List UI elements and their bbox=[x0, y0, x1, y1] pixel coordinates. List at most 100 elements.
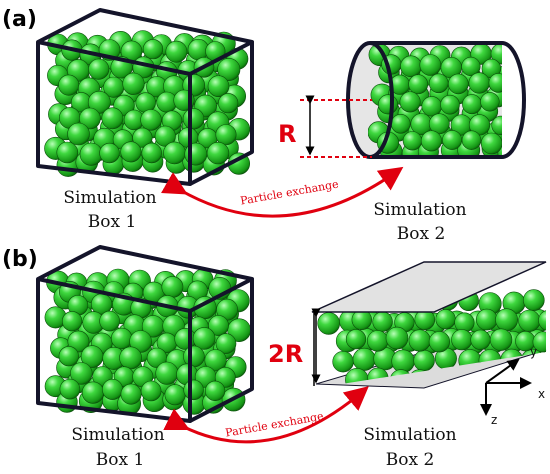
particle bbox=[492, 369, 516, 388]
particle bbox=[204, 349, 227, 372]
particle bbox=[120, 141, 142, 163]
particle bbox=[470, 329, 491, 350]
particle bbox=[475, 308, 498, 331]
particle bbox=[218, 93, 239, 114]
panel-b-box1-particles bbox=[44, 268, 251, 416]
particle bbox=[461, 56, 481, 77]
particle bbox=[208, 315, 229, 336]
particle bbox=[489, 328, 513, 351]
panel-b-label: (b) bbox=[2, 247, 38, 272]
particle bbox=[440, 94, 460, 115]
particle bbox=[538, 309, 546, 331]
particle bbox=[132, 127, 153, 148]
particle bbox=[442, 130, 463, 150]
particle bbox=[119, 346, 143, 370]
particle bbox=[120, 383, 142, 405]
panel-b-exchange-arrow bbox=[163, 386, 369, 444]
particle bbox=[161, 276, 184, 298]
particle bbox=[140, 109, 162, 131]
particle bbox=[58, 346, 79, 367]
particle bbox=[205, 380, 226, 402]
particle bbox=[332, 351, 354, 373]
particle bbox=[400, 55, 422, 78]
particle bbox=[428, 73, 449, 94]
panel-b-top-wall bbox=[311, 261, 547, 313]
panel-a-radius-label: R bbox=[278, 120, 296, 148]
particle bbox=[56, 141, 79, 164]
particle bbox=[59, 378, 81, 400]
particle bbox=[480, 132, 502, 155]
particle bbox=[79, 142, 103, 166]
particle bbox=[79, 107, 101, 130]
panel-a-box2-label-line1: Simulation bbox=[373, 200, 466, 220]
particle bbox=[428, 331, 451, 353]
panel-b-height-label: 2R bbox=[268, 340, 303, 368]
particle bbox=[533, 365, 546, 388]
particle bbox=[88, 58, 110, 80]
particle bbox=[399, 91, 421, 113]
particle bbox=[488, 73, 502, 93]
particle bbox=[419, 54, 442, 76]
panel-a-exchange-label: Particle exchange bbox=[239, 178, 339, 208]
particle bbox=[155, 361, 179, 385]
particle bbox=[503, 101, 523, 121]
particle bbox=[122, 72, 145, 95]
particle bbox=[391, 349, 415, 373]
particle bbox=[215, 333, 237, 354]
particle bbox=[490, 44, 502, 65]
particle bbox=[70, 362, 93, 385]
particle bbox=[435, 309, 456, 330]
particle bbox=[102, 378, 124, 400]
panel-a-label: (a) bbox=[2, 7, 37, 32]
particle bbox=[495, 308, 519, 332]
axis-y-label: y bbox=[530, 345, 537, 359]
axis-z-label: z bbox=[491, 413, 497, 427]
panel-a-box1-particles bbox=[44, 30, 251, 177]
particle bbox=[207, 75, 230, 97]
particle bbox=[461, 130, 482, 150]
particle bbox=[58, 74, 80, 96]
particle bbox=[140, 380, 162, 402]
panel-b-box1-label-line1: Simulation bbox=[71, 425, 164, 445]
particle bbox=[206, 141, 230, 165]
particle bbox=[215, 124, 237, 146]
panel-a-box1-label-line1: Simulation bbox=[63, 188, 156, 208]
particle bbox=[518, 309, 541, 332]
particle bbox=[468, 72, 490, 94]
particle bbox=[408, 74, 429, 95]
particle bbox=[451, 329, 473, 351]
particle bbox=[447, 73, 469, 95]
panel-b-height-marker bbox=[311, 308, 321, 386]
axis-x-label: x bbox=[538, 387, 545, 401]
particle bbox=[515, 366, 537, 388]
particle bbox=[110, 327, 133, 350]
particle bbox=[480, 92, 500, 112]
particle bbox=[61, 311, 83, 332]
axes-indicator bbox=[480, 358, 532, 416]
particle bbox=[390, 114, 411, 134]
panel-a-box1-label-line2: Box 1 bbox=[88, 212, 137, 232]
particle bbox=[345, 329, 367, 350]
particle bbox=[413, 349, 435, 372]
particle bbox=[402, 131, 423, 151]
particle bbox=[345, 367, 369, 388]
particle bbox=[192, 327, 216, 350]
particle bbox=[351, 309, 372, 330]
particle bbox=[163, 141, 186, 165]
particle bbox=[462, 94, 482, 115]
particle bbox=[420, 130, 442, 152]
particle bbox=[67, 122, 90, 146]
particle bbox=[522, 289, 545, 311]
panel-a-radius-marker bbox=[300, 95, 372, 158]
particle bbox=[99, 142, 120, 164]
panel-b-box2-label-line2: Box 2 bbox=[386, 450, 435, 470]
particle bbox=[385, 326, 409, 350]
particle bbox=[142, 39, 164, 60]
panel-b-exchange-label: Particle exchange bbox=[224, 410, 324, 440]
particle bbox=[539, 349, 546, 372]
particle bbox=[165, 40, 188, 63]
panel-b-box1-cube bbox=[36, 245, 254, 423]
particle bbox=[101, 107, 124, 130]
particle bbox=[352, 347, 376, 371]
panel-b-box2-label-line1: Simulation bbox=[363, 425, 456, 445]
